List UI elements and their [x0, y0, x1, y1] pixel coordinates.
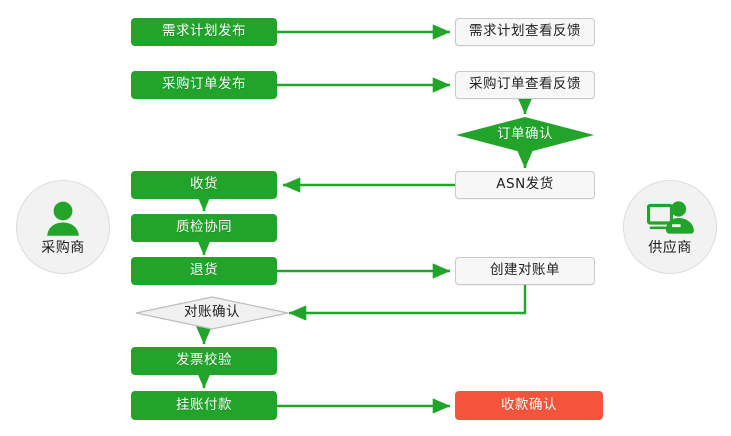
node-order-confirm[interactable]: 订单确认	[456, 117, 594, 153]
role-label-buyer: 采购商	[41, 239, 85, 256]
node-receive-goods[interactable]: 收货	[131, 171, 277, 199]
node-order-confirm-label: 订单确认	[497, 126, 553, 143]
user-avatar-icon	[40, 200, 86, 240]
role-circle-supplier[interactable]: 供应商	[623, 180, 717, 274]
node-payment-receipt-confirm[interactable]: 收款确认	[455, 391, 603, 420]
node-create-reconciliation-statement[interactable]: 创建对账单	[455, 257, 595, 285]
node-invoice-verification[interactable]: 发票校验	[131, 347, 277, 375]
node-accrual-payment[interactable]: 挂账付款	[131, 391, 277, 420]
node-return-goods[interactable]: 退货	[131, 257, 277, 285]
role-label-supplier: 供应商	[648, 239, 692, 256]
node-asn-shipment[interactable]: ASN发货	[455, 171, 595, 199]
user-at-computer-icon	[646, 200, 694, 240]
node-purchase-order-publish[interactable]: 采购订单发布	[131, 71, 277, 99]
edge-n10-n11	[288, 285, 527, 321]
node-demand-plan-view-feedback[interactable]: 需求计划查看反馈	[455, 18, 595, 46]
node-reconciliation-confirm[interactable]: 对账确认	[135, 296, 289, 330]
node-reconciliation-confirm-label: 对账确认	[184, 304, 240, 321]
node-demand-plan-publish[interactable]: 需求计划发布	[131, 18, 277, 46]
node-purchase-order-view-feedback[interactable]: 采购订单查看反馈	[455, 71, 595, 99]
role-circle-buyer[interactable]: 采购商	[16, 180, 110, 274]
node-quality-inspection-collab[interactable]: 质检协同	[131, 214, 277, 242]
